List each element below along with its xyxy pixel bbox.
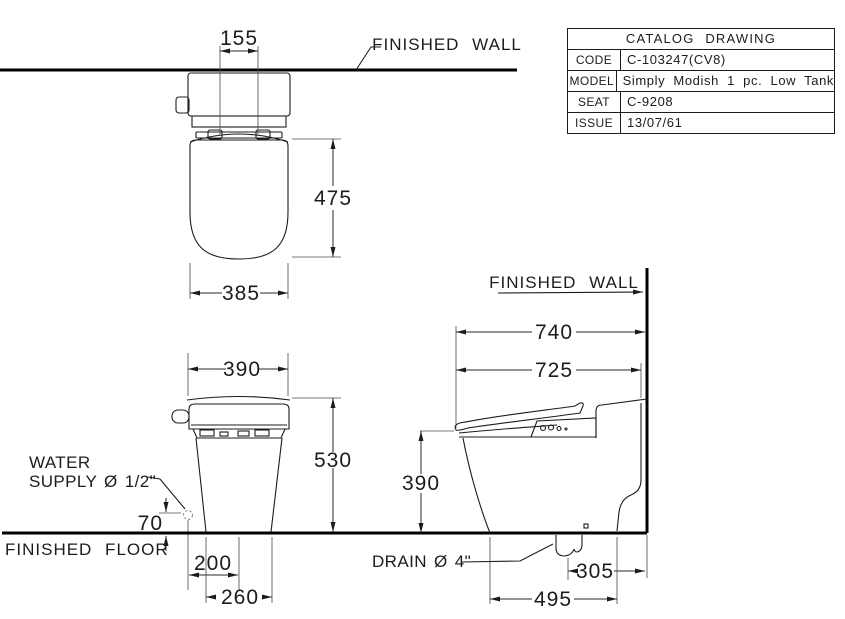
title-block-value: 13/07/61: [627, 115, 683, 130]
title-block-value: C-103247(CV8): [627, 52, 726, 67]
control-detail: [556, 425, 562, 432]
hinge-detail: [254, 429, 270, 437]
dim-70: 70: [138, 512, 163, 535]
water-supply-label-1: WATER: [29, 453, 91, 472]
tank-base-band: [191, 115, 287, 128]
dim-740: 740: [535, 321, 573, 344]
tank-lid-front: [188, 403, 290, 430]
control-detail: [547, 424, 555, 431]
title-block-value: Simply Modish 1 pc. Low Tank: [622, 73, 834, 88]
title-block: CATALOG DRAWING CODE C-103247(CV8) MODEL…: [567, 28, 835, 134]
finished-wall-label-top: FINISHED WALL: [372, 35, 522, 54]
title-block-row-code: CODE C-103247(CV8): [568, 50, 834, 71]
seat-plan-outline: [189, 139, 289, 260]
body-left-edge: [195, 437, 207, 533]
dim-495: 495: [534, 588, 572, 611]
bowl-rear-profile: [616, 403, 642, 532]
hinge-detail: [237, 430, 250, 437]
water-supply-leader: [147, 476, 186, 510]
dim-305: 305: [576, 560, 614, 583]
control-detail: [564, 427, 568, 431]
seat-ring-line: [458, 424, 558, 434]
bowl-front-slope: [462, 437, 491, 534]
lid-back-arc: [189, 133, 289, 143]
body-right-edge: [270, 437, 283, 533]
dim-200: 200: [194, 552, 232, 575]
front-view: 390 530 WATER SUPPLY Ø 1/2" 70 FINI: [2, 353, 647, 609]
tank-lid-arch: [186, 395, 291, 401]
dim-390-front: 390: [223, 358, 261, 381]
dim-260: 260: [221, 586, 259, 609]
title-block-value: C-9208: [627, 94, 674, 109]
control-detail: [539, 424, 547, 432]
dim-385: 385: [222, 282, 260, 305]
rear-fixing-point: [583, 523, 589, 529]
drain-label: DRAIN Ø 4": [372, 552, 471, 571]
water-supply-label-2: SUPPLY Ø 1/2": [29, 472, 156, 491]
hinge-band-front: [192, 428, 286, 439]
hinge-left: [207, 129, 223, 140]
dim-155: 155: [220, 27, 258, 50]
title-block-label: MODEL: [568, 71, 617, 91]
hinge-right: [255, 129, 271, 140]
title-block-row-model: MODEL Simply Modish 1 pc. Low Tank: [568, 71, 834, 92]
flush-button-front: [171, 409, 190, 424]
side-view: FINISHED WALL 740 725 390: [372, 268, 649, 611]
flush-button-plan: [175, 96, 190, 114]
hinge-detail: [219, 431, 229, 437]
title-block-label: SEAT: [568, 92, 621, 112]
seat-control-box: [530, 417, 597, 438]
tank-profile: [595, 398, 648, 438]
top-view: FINISHED WALL 155 475 385: [0, 27, 522, 305]
seat-lid-profile: [454, 402, 584, 431]
finished-wall-label-side: FINISHED WALL: [489, 273, 639, 292]
title-block-label: ISSUE: [568, 113, 621, 133]
finished-wall-underline-arrow: [497, 289, 644, 295]
title-block-row-issue: ISSUE 13/07/61: [568, 113, 834, 133]
hinge-detail: [199, 429, 215, 437]
dim-530: 530: [314, 449, 352, 472]
water-supply-point: [183, 510, 193, 520]
finished-wall-leader-top: [355, 46, 381, 71]
hinge-bar: [195, 131, 283, 139]
drain-pipe: [555, 535, 575, 557]
tank-plan-outline: [187, 72, 291, 117]
title-block-title: CATALOG DRAWING: [568, 29, 834, 50]
dim-725: 725: [535, 359, 573, 382]
dim-475: 475: [314, 187, 352, 210]
drain-pipe: [573, 535, 583, 553]
dim-390-side: 390: [402, 472, 440, 495]
finished-floor-label: FINISHED FLOOR: [5, 540, 169, 559]
title-block-row-seat: SEAT C-9208: [568, 92, 834, 113]
drain-leader: [460, 543, 554, 563]
title-block-label: CODE: [568, 50, 621, 70]
